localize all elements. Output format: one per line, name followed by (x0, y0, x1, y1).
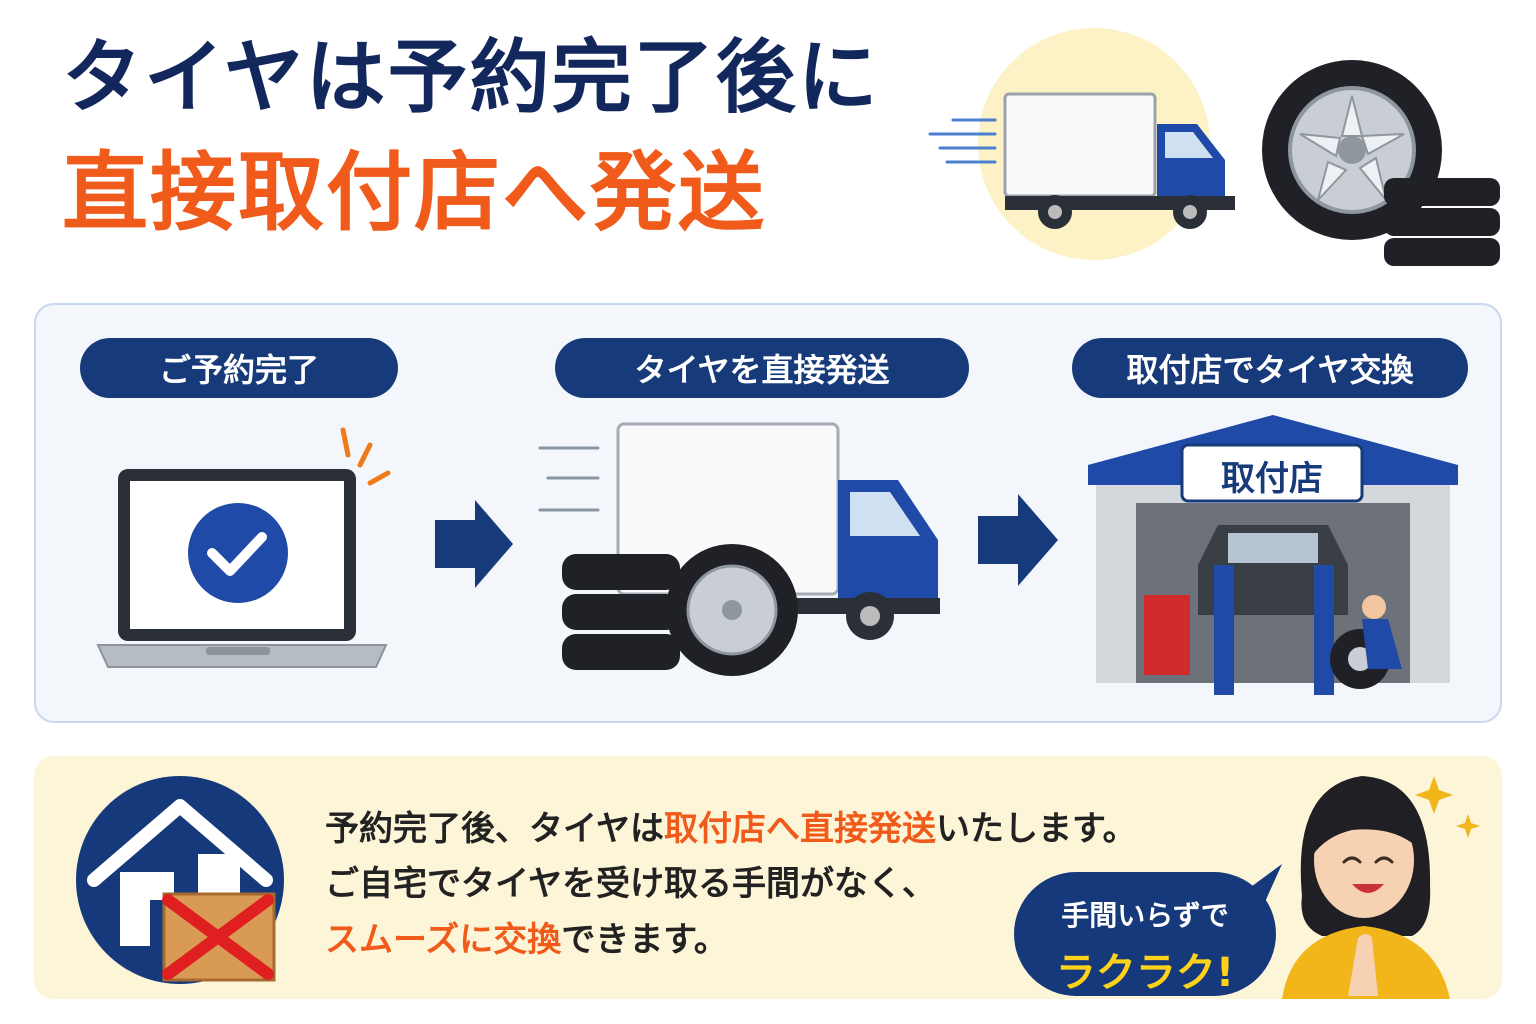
laptop-check-icon (96, 427, 391, 668)
info-line3-b: できます。 (561, 920, 728, 960)
info-line1-a: 予約完了後、タイヤは (325, 809, 664, 849)
arrow-right-icon (435, 500, 513, 588)
step2-label: タイヤを直接発送 (555, 338, 969, 398)
hero-tire-icon (1262, 60, 1500, 266)
arrow-right-icon (978, 494, 1058, 586)
house-no-box-icon (76, 776, 284, 984)
info-line2: ご自宅でタイヤを受け取る手間がなく、 (325, 864, 936, 904)
bubble-line1: 手間いらずで (1061, 899, 1229, 932)
step1-label: ご予約完了 (80, 338, 398, 398)
info-line3: スムーズに交換できます。 (325, 923, 728, 957)
speech-bubble-tail (1244, 864, 1282, 904)
garage-icon (1088, 415, 1458, 695)
info-line1: 予約完了後、タイヤは取付店へ直接発送いたします。 (325, 812, 1137, 846)
shop-sign: 取付店 (1221, 458, 1323, 499)
hero-truck-icon (928, 92, 1235, 229)
info-line1-c: いたします。 (935, 809, 1137, 849)
speech-bubble: 手間いらずで ラクラク! (1014, 872, 1276, 996)
headline-line1: タイヤは予約完了後に (62, 31, 880, 124)
info-line1-highlight: 取付店へ直接発送 (663, 809, 936, 849)
headline-line2: 直接取付店へ発送 (62, 143, 766, 243)
delivery-truck-icon (538, 422, 940, 676)
info-line3-highlight: スムーズに交換 (325, 920, 562, 960)
bubble-line2: ラクラク! (1055, 950, 1235, 996)
happy-woman-icon (1282, 776, 1480, 999)
step3-label: 取付店でタイヤ交換 (1072, 338, 1468, 398)
